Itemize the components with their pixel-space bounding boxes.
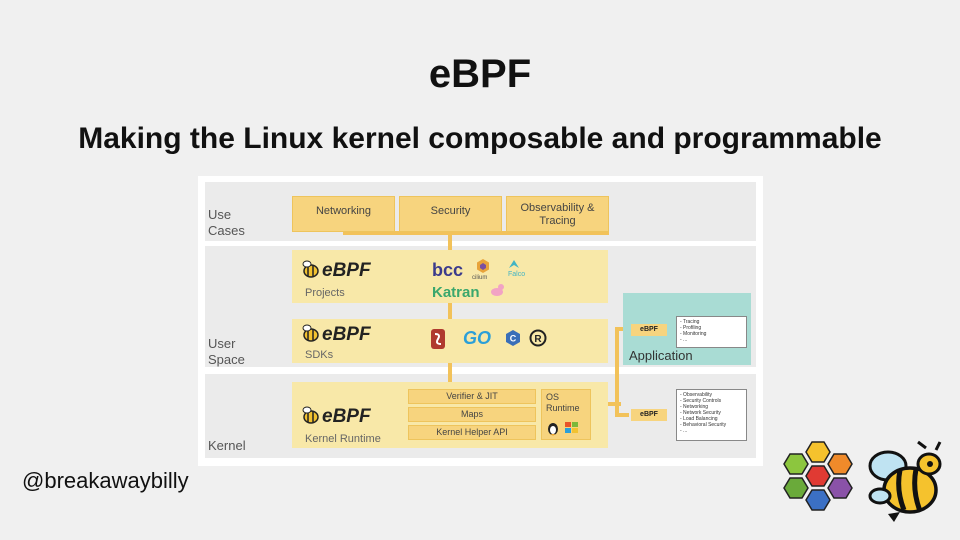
kernel-item-3: - Network Security — [680, 410, 721, 416]
author-handle: @breakawaybilly — [22, 468, 189, 493]
kernel-box-maps: Maps — [408, 407, 536, 422]
linux-tux-icon — [548, 423, 558, 436]
use-case-observability: Observability & Tracing — [506, 196, 609, 232]
app-item-0: - Tracing — [680, 319, 700, 325]
use-case-security: Security — [399, 196, 502, 232]
kernel-item-2: - Networking — [680, 404, 709, 410]
app-item-1: - Profiling — [680, 325, 702, 331]
kernel-item-5: - Behavioral Security — [680, 422, 727, 428]
falco-logo-text: Falco — [508, 271, 526, 278]
kernel-item-6: - ... — [680, 428, 688, 434]
honeycomb-logo-icon — [783, 441, 853, 511]
ebpf-runtime-logo-text: eBPF — [322, 406, 371, 427]
cpp-logo-icon: C — [506, 330, 520, 346]
ebpf-architecture-diagram: Use Cases User Space Kernel Networking S… — [198, 176, 763, 466]
kernel-item-1: - Security Controls — [680, 398, 722, 404]
kernel-ebpf-tag: eBPF — [631, 409, 667, 421]
slide-title: eBPF — [428, 52, 532, 96]
libbpf-logo-icon — [431, 329, 445, 349]
band-label-user-space: User Space — [208, 336, 245, 367]
kernel-box-verifier: Verifier & JIT — [408, 389, 536, 404]
band-label-use-cases: Use Cases — [208, 207, 245, 238]
ebpf-bee-icon — [302, 406, 319, 424]
bcc-logo: bcc — [432, 260, 464, 280]
pony-logo-icon — [491, 284, 504, 296]
ebpf-projects-logo-text: eBPF — [322, 260, 371, 281]
use-case-networking: Networking — [292, 196, 395, 232]
windows-logo-icon — [565, 422, 578, 433]
band-label-kernel: Kernel — [208, 438, 246, 453]
ebpf-bee-icon — [302, 260, 319, 278]
kernel-box-helper-api: Kernel Helper API — [408, 425, 536, 440]
kernel-runtime-label: Kernel Runtime — [305, 433, 381, 445]
falco-logo-icon — [509, 260, 519, 268]
connector-application — [615, 327, 629, 331]
projects-label: Projects — [305, 287, 345, 299]
application-ebpf-tag: eBPF — [631, 324, 667, 336]
svg-text:C: C — [510, 334, 517, 344]
connector-kernel-app — [615, 413, 629, 417]
bee-mascot-icon — [868, 440, 942, 522]
slide-subtitle: Making the Linux kernel composable and p… — [78, 122, 882, 155]
application-items-box — [676, 316, 747, 348]
svg-text:R: R — [534, 334, 542, 345]
cilium-logo-text: cilium — [472, 275, 488, 281]
sdks-label: SDKs — [305, 349, 334, 361]
app-item-2: - Monitoring — [680, 331, 707, 337]
connector-vertical-right — [615, 327, 619, 417]
kernel-items-box — [676, 389, 747, 441]
application-label: Application — [629, 348, 693, 363]
kernel-item-0: - Observability — [680, 392, 712, 398]
katran-logo: Katran — [432, 284, 480, 301]
cilium-logo-icon — [477, 259, 489, 273]
rust-logo-icon: R — [529, 329, 547, 347]
kernel-item-4: - Load Balancing — [680, 416, 718, 422]
connector-use-cases — [343, 231, 609, 235]
ebpf-bee-icon — [302, 324, 319, 342]
app-item-3: - ... — [680, 337, 688, 343]
sdks-panel — [292, 319, 608, 363]
projects-panel — [292, 250, 608, 303]
ebpf-sdks-logo-text: eBPF — [322, 324, 371, 345]
go-logo: GO — [463, 328, 492, 348]
